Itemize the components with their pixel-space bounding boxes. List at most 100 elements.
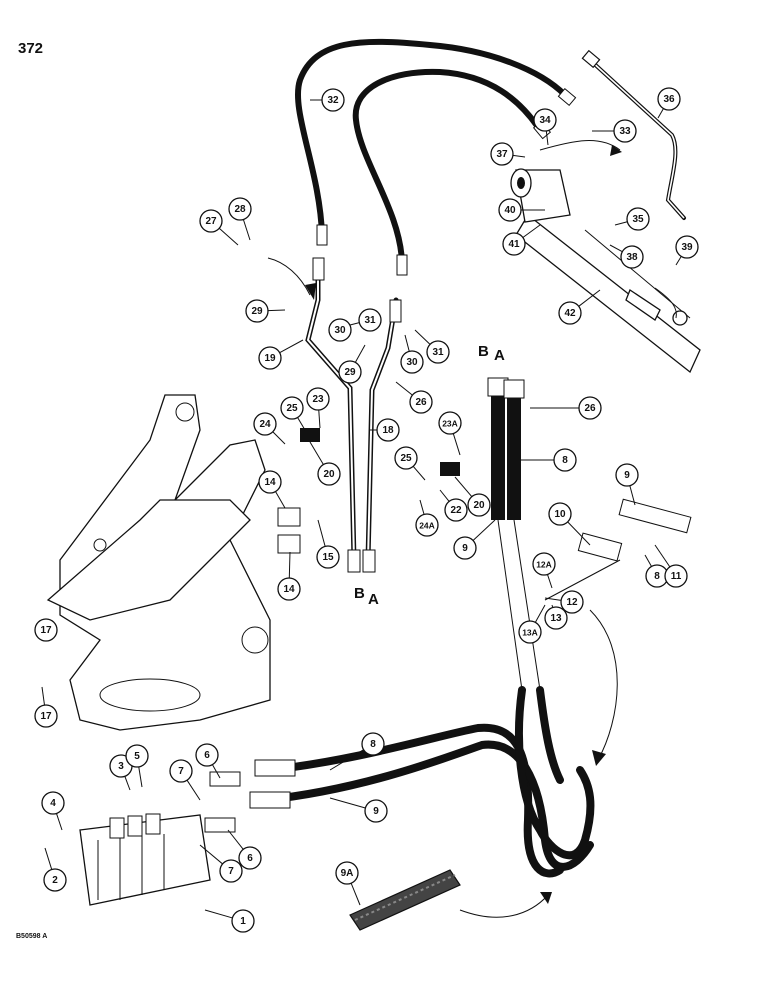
callout-17: 17 bbox=[34, 686, 58, 728]
callout-label: 29 bbox=[344, 367, 356, 378]
callout-circle bbox=[544, 606, 568, 630]
callout-label: 12A bbox=[536, 560, 552, 570]
callout-label: 20 bbox=[473, 500, 485, 511]
callout-circle bbox=[34, 704, 58, 728]
callout-label: 5 bbox=[134, 751, 140, 762]
callout-31: 31 bbox=[414, 329, 450, 364]
callout-leader-line bbox=[317, 519, 326, 547]
callout-circle bbox=[253, 412, 277, 436]
callout-circle bbox=[467, 493, 491, 517]
callout-circle bbox=[364, 799, 388, 823]
callout-label: 2 bbox=[52, 875, 58, 886]
callout-circle bbox=[317, 462, 341, 486]
callout-leader-line bbox=[644, 554, 652, 567]
callout-label: 19 bbox=[264, 353, 276, 364]
callout-label: 8 bbox=[370, 739, 376, 750]
callout-13a: 13A bbox=[518, 604, 546, 644]
callout-leader-line bbox=[44, 847, 53, 870]
callout-circle bbox=[578, 396, 602, 420]
callout-11: 11 bbox=[654, 544, 688, 588]
callout-circle bbox=[338, 360, 362, 384]
callout-circle bbox=[280, 396, 304, 420]
callout-30: 30 bbox=[400, 334, 424, 374]
callout-circle bbox=[548, 502, 572, 526]
callout-leader-line bbox=[204, 909, 233, 919]
callout-label: 9 bbox=[624, 470, 630, 481]
callout-label: 10 bbox=[554, 509, 566, 520]
tube-letter-a-bottom: A bbox=[368, 591, 379, 608]
callout-label: 31 bbox=[364, 315, 376, 326]
callout-label: 17 bbox=[40, 625, 52, 636]
callout-leader-line bbox=[329, 749, 364, 771]
callout-label: 23 bbox=[312, 394, 324, 405]
callout-circle bbox=[328, 318, 352, 342]
callout-label: 13 bbox=[550, 613, 562, 624]
callout-13: 13 bbox=[544, 604, 568, 630]
grease-tube-36 bbox=[581, 49, 686, 220]
callout-circle bbox=[231, 909, 255, 933]
callout-circle bbox=[219, 859, 243, 883]
callout-label: 28 bbox=[234, 204, 246, 215]
callout-label: 33 bbox=[619, 126, 631, 137]
callout-leader-line bbox=[675, 256, 682, 266]
callout-leader-line bbox=[309, 441, 324, 465]
callout-label: 4 bbox=[50, 798, 56, 809]
callout-9: 9 bbox=[453, 519, 496, 560]
callout-23a: 23A bbox=[438, 411, 462, 456]
callout-circle bbox=[400, 350, 424, 374]
callout-label: 34 bbox=[539, 115, 551, 126]
callout-label: 38 bbox=[626, 252, 638, 263]
callout-label: 18 bbox=[382, 425, 394, 436]
tubes-18-19 bbox=[305, 257, 402, 573]
callout-36: 36 bbox=[657, 87, 681, 119]
callout-circle bbox=[675, 235, 699, 259]
callout-leader-line bbox=[547, 574, 553, 589]
callout-10: 10 bbox=[548, 502, 591, 546]
control-valve-1 bbox=[79, 813, 211, 906]
drawing-code: B50598 A bbox=[16, 933, 48, 940]
callout-circle bbox=[620, 245, 644, 269]
callout-label: 23A bbox=[442, 419, 458, 429]
callout-37: 37 bbox=[490, 142, 526, 166]
callout-label: 27 bbox=[205, 216, 217, 227]
callout-circle bbox=[125, 744, 149, 768]
callout-circle bbox=[453, 536, 477, 560]
callout-circle bbox=[426, 340, 450, 364]
wrap-sleeve-9a bbox=[349, 869, 461, 931]
callout-circle bbox=[490, 142, 514, 166]
callout-circle bbox=[277, 577, 301, 601]
callout-14: 14 bbox=[258, 470, 286, 509]
callout-9: 9 bbox=[329, 797, 388, 823]
callout-label: 37 bbox=[496, 149, 508, 160]
callout-label: 7 bbox=[178, 766, 184, 777]
callout-circle bbox=[199, 209, 223, 233]
callout-28: 28 bbox=[228, 197, 252, 241]
callout-label: 39 bbox=[681, 242, 693, 253]
callout-leader-line bbox=[472, 519, 496, 541]
page-number: 372 bbox=[18, 40, 44, 57]
callout-15: 15 bbox=[316, 519, 340, 569]
callout-circle bbox=[657, 87, 681, 111]
callout-circle bbox=[444, 498, 468, 522]
callout-leader-line bbox=[297, 417, 306, 431]
callout-leader-line bbox=[522, 224, 541, 238]
callout-label: 26 bbox=[415, 397, 427, 408]
callout-8: 8 bbox=[329, 732, 385, 771]
callout-label: 36 bbox=[663, 94, 675, 105]
callout-leader-line bbox=[242, 219, 251, 241]
callout-leader-line bbox=[609, 244, 623, 253]
callout-leader-line bbox=[329, 797, 366, 809]
callout-label: 9 bbox=[373, 806, 379, 817]
callout-label: 3 bbox=[118, 761, 124, 772]
callout-leader-line bbox=[218, 227, 239, 246]
callout-circle bbox=[438, 411, 462, 435]
callout-circle bbox=[335, 861, 359, 885]
callout-label: 11 bbox=[671, 571, 682, 582]
callout-leader-line bbox=[138, 766, 143, 788]
callout-circle bbox=[560, 590, 584, 614]
callout-circle bbox=[553, 448, 577, 472]
callout-label: 42 bbox=[564, 308, 576, 319]
callout-circle bbox=[518, 620, 542, 644]
callout-label: 30 bbox=[334, 325, 346, 336]
